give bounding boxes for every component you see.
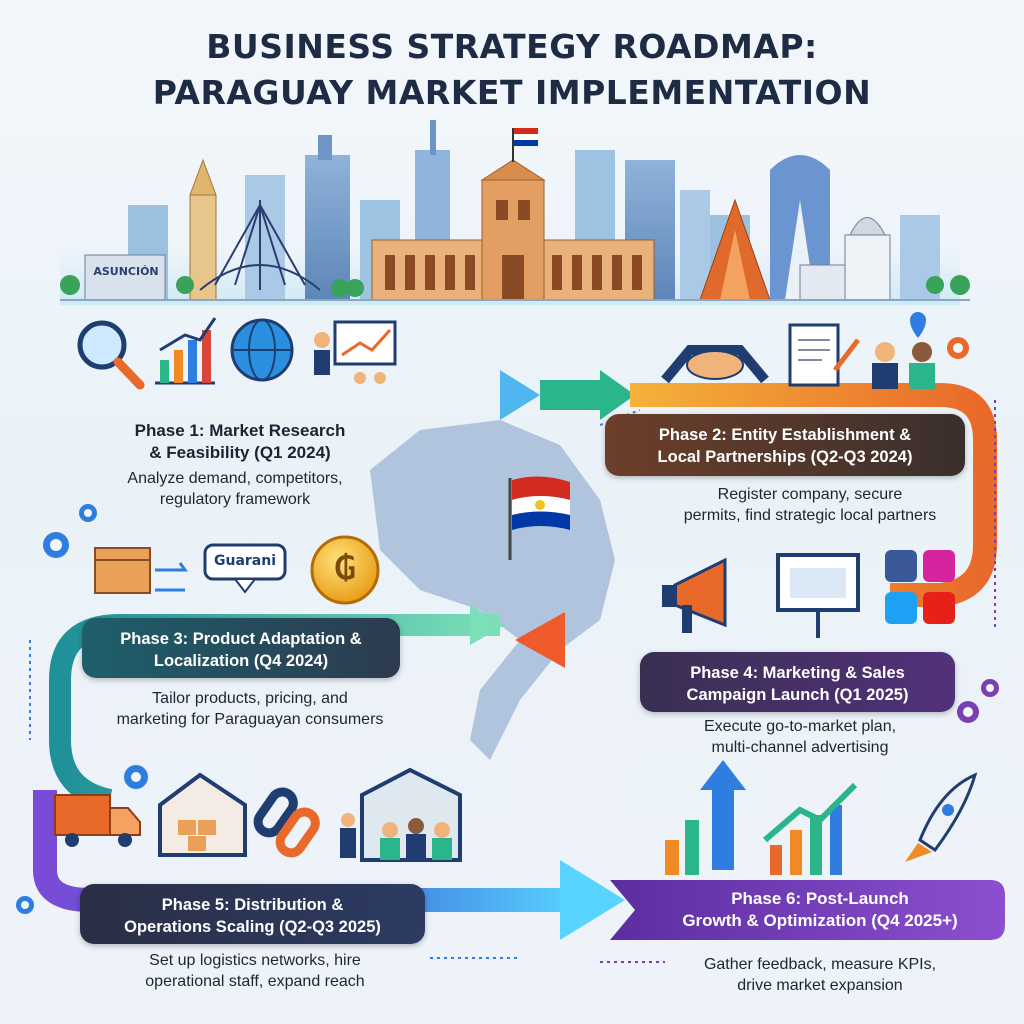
asuncion-skyline (60, 120, 970, 305)
phase-4-desc-line-2: multi-channel advertising (711, 739, 889, 756)
phase-1-title-line-2: & Feasibility (Q1 2024) (149, 443, 331, 462)
phase-2-desc-line-1: Register company, secure (717, 486, 903, 503)
phase-2-banner: Phase 2: Entity Establishment & Local Pa… (605, 414, 965, 476)
currency-symbol-text: ₲ (333, 549, 357, 587)
phase-6-title-line-1: Phase 6: Post-Launch (731, 889, 909, 908)
phase-6-title-line-2: Growth & Optimization (Q4 2025+) (682, 911, 958, 930)
gear-icon (43, 504, 97, 558)
currency-coin-icon (310, 535, 380, 605)
phase-5-title-line-1: Phase 5: Distribution & (161, 896, 344, 914)
phase-3-banner: Phase 3: Product Adaptation & Localizati… (82, 618, 400, 678)
phase-5-description: Set up logistics networks, hire operatio… (90, 950, 420, 992)
chain-link-icon (253, 787, 320, 858)
gear-icon (947, 337, 969, 359)
phase-6-desc-line-1: Gather feedback, measure KPIs, (703, 956, 937, 973)
contract-document-icon (788, 323, 860, 387)
team-people-icon (872, 312, 935, 389)
warehouse-icon (158, 772, 247, 857)
bar-chart-icon (155, 317, 217, 385)
package-box-icon (94, 547, 188, 594)
phase-1-desc-line-1: Analyze demand, competitors, (127, 470, 343, 487)
phase-1-desc-line-2: regulatory framework (159, 491, 311, 508)
phase-3-desc-line-2: marketing for Paraguayan consumers (116, 711, 384, 728)
asuncion-sign-text: ASUNCIÓN (93, 265, 159, 278)
phase-1-title-line-1: Phase 1: Market Research (134, 421, 346, 440)
phase-6-title: Phase 6: Post-Launch Growth & Optimizati… (640, 888, 1000, 932)
phase-4-desc-line-1: Execute go-to-market plan, (703, 718, 897, 735)
trending-chart-icon (763, 782, 858, 875)
gear-icon (957, 679, 999, 723)
title-line-2: PARAGUAY MARKET IMPLEMENTATION (152, 73, 872, 112)
currency-symbol: ₲ (312, 549, 378, 587)
phase-3-title-line-1: Phase 3: Product Adaptation & (120, 630, 362, 648)
gear-icon (16, 765, 148, 914)
phase-6-desc-line-2: drive market expansion (737, 977, 903, 994)
guarani-tag: Guarani (205, 553, 285, 569)
phase-3-description: Tailor products, pricing, and marketing … (80, 688, 420, 730)
phase-5-desc-line-1: Set up logistics networks, hire (149, 952, 361, 969)
social-media-icons (885, 550, 955, 624)
phase-3-title-line-2: Localization (Q4 2024) (153, 652, 329, 670)
phase-5-desc-line-2: operational staff, expand reach (145, 973, 365, 990)
growth-bar-chart-icon (665, 760, 746, 875)
page-title: BUSINESS STRATEGY ROADMAP: PARAGUAY MARK… (0, 24, 1024, 116)
phase-2-title-line-2: Local Partnerships (Q2-Q3 2024) (657, 448, 913, 466)
magnifier-icon (77, 320, 145, 390)
guarani-tag-text: Guarani (213, 553, 277, 569)
paraguay-flag-icon (508, 476, 570, 560)
phase-5-title-line-2: Operations Scaling (Q2-Q3 2025) (124, 918, 381, 936)
handshake-icon (661, 345, 769, 384)
megaphone-icon (662, 557, 727, 633)
phase-5-banner: Phase 5: Distribution & Operations Scali… (80, 884, 425, 944)
phase-2-route (630, 383, 997, 607)
phase-3-desc-line-1: Tailor products, pricing, and (152, 690, 348, 707)
phase-6-description: Gather feedback, measure KPIs, drive mar… (665, 954, 975, 996)
phase-4-title-line-2: Campaign Launch (Q1 2025) (686, 686, 909, 704)
title-line-1: BUSINESS STRATEGY ROADMAP: (206, 27, 818, 66)
phase-4-banner: Phase 4: Marketing & Sales Campaign Laun… (640, 652, 955, 712)
presentation-icon (314, 320, 397, 384)
phase-2-description: Register company, secure permits, find s… (655, 484, 965, 526)
phase-4-description: Execute go-to-market plan, multi-channel… (665, 716, 935, 758)
asuncion-sign: ASUNCIÓN (88, 265, 164, 278)
operational-staff-icon (340, 767, 462, 862)
phase-2-desc-line-2: permits, find strategic local partners (683, 507, 937, 524)
phase-1-title: Phase 1: Market Research & Feasibility (… (100, 420, 380, 464)
phase-6-bar (610, 880, 1005, 940)
delivery-truck-icon (54, 794, 141, 847)
billboard-icon (776, 553, 860, 638)
globe-icon (230, 318, 294, 382)
rocket-icon (905, 772, 978, 862)
phase-1-description: Analyze demand, competitors, regulatory … (90, 468, 380, 510)
phase-4-title-line-1: Phase 4: Marketing & Sales (690, 664, 905, 682)
phase-2-title-line-1: Phase 2: Entity Establishment & (658, 426, 912, 444)
